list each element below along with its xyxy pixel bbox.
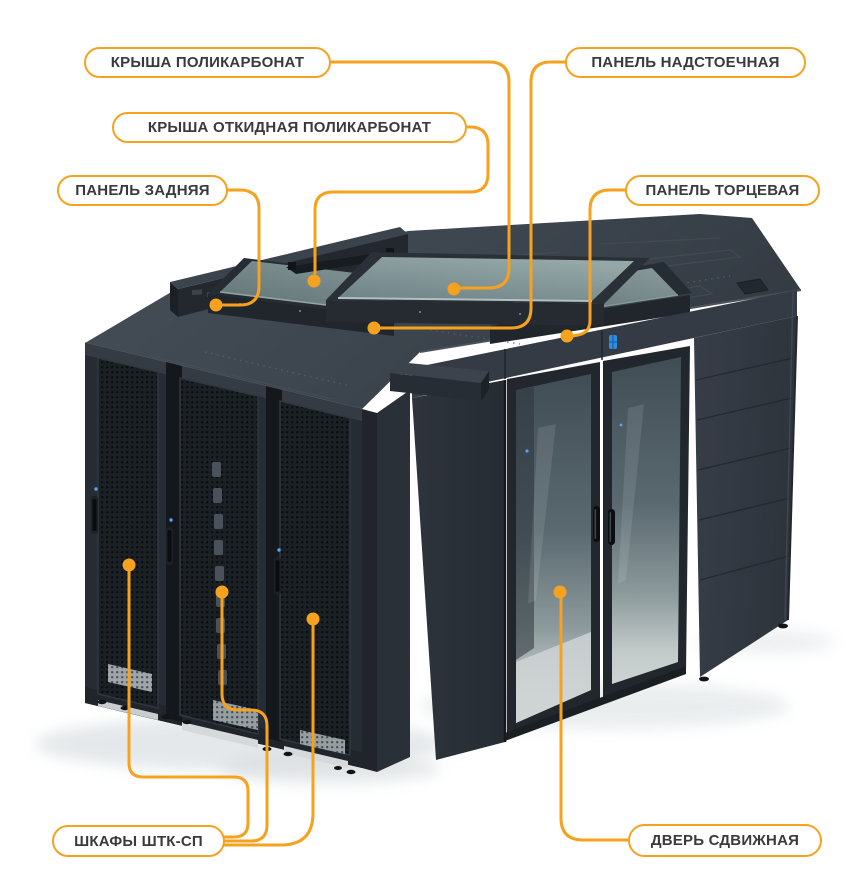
callout-dot-shkaf-2 xyxy=(215,585,229,599)
cabinet-door-1 xyxy=(97,357,159,709)
door-led xyxy=(169,518,173,522)
callout-dot-shkaf-3 xyxy=(306,612,320,626)
door-bottom-track xyxy=(505,666,686,741)
corner-jamb xyxy=(377,390,410,772)
callout-line-otkidnaya xyxy=(313,125,490,275)
corner-post xyxy=(362,409,377,772)
label-panel-nadstoechnaya: ПАНЕЛЬ НАДСТОЕЧНАЯ xyxy=(565,47,806,78)
sliding-door-left xyxy=(507,362,600,737)
door-pocket-panel xyxy=(412,380,505,760)
callout-dots xyxy=(122,274,574,626)
brand-logo-icon xyxy=(609,335,617,349)
sliding-door-right xyxy=(603,346,690,698)
callout-lines xyxy=(127,60,630,847)
sliding-door-handles xyxy=(593,506,615,545)
door-track-header xyxy=(390,362,489,401)
callout-line-zadnyaya xyxy=(221,188,261,307)
label-shkafy-shtk-sp: ШКАФЫ ШТК-СП xyxy=(52,825,225,857)
door-led xyxy=(94,487,98,491)
callout-dot-shkaf-1 xyxy=(122,558,136,572)
callout-line-shkaf-2 xyxy=(220,597,269,843)
callout-dot-nadstoechnaya xyxy=(367,321,381,335)
roof-panel-central xyxy=(326,252,650,326)
callout-line-dver xyxy=(559,597,630,842)
callout-line-shkaf-1 xyxy=(127,570,250,839)
cabinet-door-3 xyxy=(279,400,351,756)
door-handle xyxy=(91,496,281,595)
callout-dot-dver xyxy=(553,585,567,599)
right-side-panel xyxy=(694,291,798,677)
callout-dot-zadnyaya xyxy=(209,298,223,312)
label-krysha-polikarbonat: КРЫША ПОЛИКАРБОНАТ xyxy=(84,47,331,78)
callout-line-shkaf-3 xyxy=(223,624,315,847)
door-led xyxy=(277,548,281,552)
callout-line-tortsevaya xyxy=(571,188,627,338)
callout-line-krysha xyxy=(329,60,511,290)
cabinet-feet xyxy=(97,699,356,775)
callout-dot-otkidnaya xyxy=(307,274,321,288)
callout-dot-krysha xyxy=(447,282,461,296)
label-krysha-otkidnaya: КРЫША ОТКИДНАЯ ПОЛИКАРБОНАТ xyxy=(112,112,467,143)
label-panel-tortsevaya: ПАНЕЛЬ ТОРЦЕВАЯ xyxy=(625,175,820,206)
callout-dot-tortsevaya xyxy=(560,329,574,343)
cabinet-row xyxy=(85,343,362,775)
cabinet-door-2 xyxy=(179,377,259,735)
end-header-band xyxy=(412,290,797,398)
label-dver-sdvizhnaya: ДВЕРЬ СДВИЖНАЯ xyxy=(628,824,822,857)
label-panel-zadnyaya: ПАНЕЛЬ ЗАДНЯЯ xyxy=(57,175,228,206)
callout-line-nadstoechnaya xyxy=(379,60,567,330)
end-face xyxy=(412,290,798,760)
